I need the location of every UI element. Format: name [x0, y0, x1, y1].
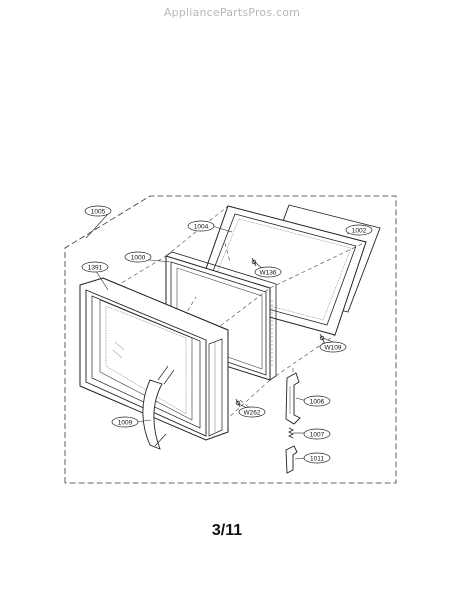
- callout-1002-label: 1002: [352, 227, 367, 234]
- latch-hook-1006: [285, 372, 301, 425]
- callout-1009-label: 1009: [118, 419, 133, 426]
- callout-1391: 1391: [81, 261, 109, 273]
- assembly-boundary: [64, 195, 397, 484]
- callout-w262-label: W262: [244, 409, 261, 416]
- callout-1005: 1005: [84, 205, 112, 217]
- callout-w136: W136: [254, 266, 282, 278]
- callout-1007: 1007: [303, 428, 331, 440]
- callout-w109: W109: [319, 341, 347, 353]
- callout-1391-label: 1391: [88, 264, 103, 271]
- screw-w262: [235, 398, 241, 408]
- callout-w136-label: W136: [260, 269, 277, 276]
- callout-w262: W262: [238, 406, 266, 418]
- callout-1009: 1009: [111, 416, 139, 428]
- callout-1004: 1004: [187, 220, 215, 232]
- door-assembly-1391: [79, 277, 229, 441]
- callout-1004-label: 1004: [194, 223, 209, 230]
- handle-1009: [142, 365, 175, 450]
- callout-1005-label: 1005: [91, 208, 106, 215]
- callout-1011-label: 1011: [310, 455, 324, 462]
- callout-1006: 1006: [303, 395, 331, 407]
- spring-1007: [288, 427, 294, 439]
- page-number: 3/11: [211, 522, 243, 539]
- callout-1006-label: 1006: [310, 398, 325, 405]
- callout-w109-label: W109: [325, 344, 342, 351]
- screw-w136: [251, 257, 257, 267]
- callout-1007-label: 1007: [310, 431, 325, 438]
- callout-1000: 1000: [124, 251, 152, 263]
- lever-1011: [285, 445, 298, 474]
- callout-1011: 1011: [303, 452, 331, 464]
- callout-1000-label: 1000: [131, 254, 146, 261]
- callout-1002: 1002: [345, 224, 373, 236]
- watermark-text: AppliancePartsPros.com: [163, 6, 301, 19]
